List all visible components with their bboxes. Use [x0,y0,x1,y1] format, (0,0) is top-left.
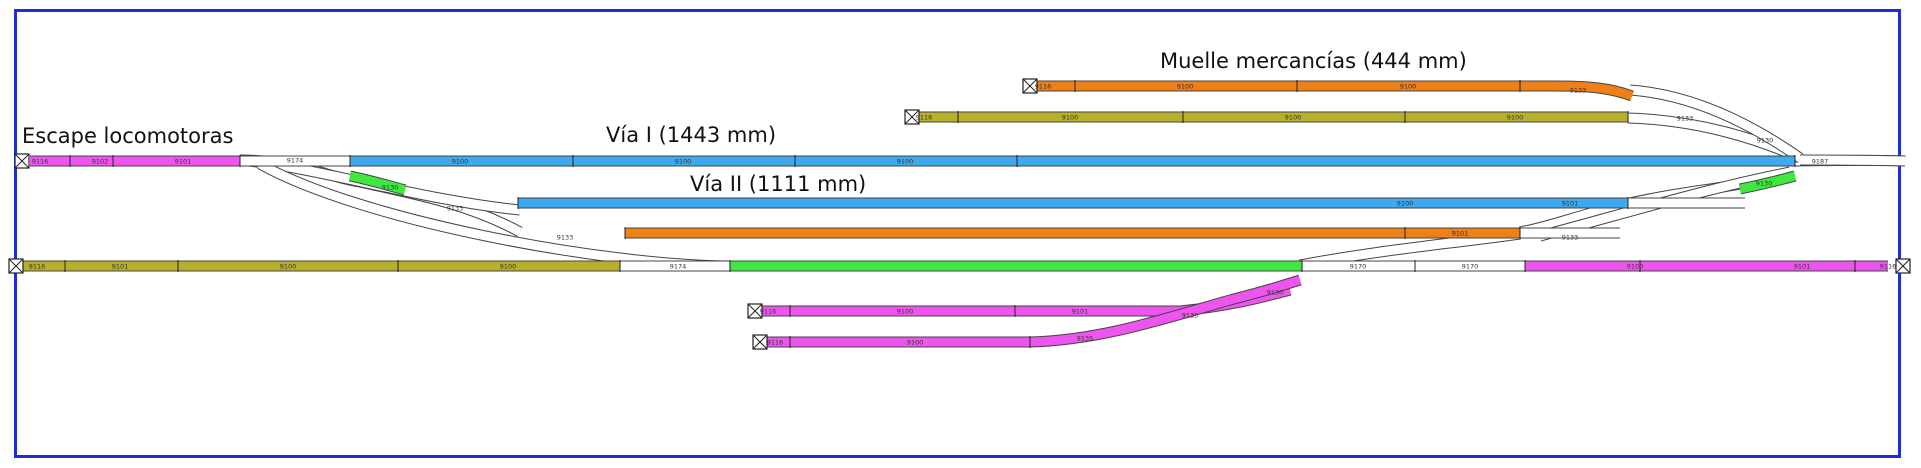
piece-code-label: 9100 [1177,83,1194,91]
buffer-stop-icon [747,303,763,319]
piece-code-label: 9133 [1677,115,1694,123]
piece-code-label: 9174 [287,157,304,165]
piece-code-label: 9170 [1462,263,1479,271]
connector-track [1629,84,1804,163]
connector-track [1799,154,1906,167]
piece-code-label: 9101 [1072,308,1089,316]
piece-code-label: 9100 [1627,263,1644,271]
piece-code-label: 9101 [1452,230,1469,238]
piece-code-label: 9100 [500,263,517,271]
piece-code-label: 9130 [1267,289,1284,297]
piece-code-label: 9102 [92,158,109,166]
piece-code-label: 9101 [1562,200,1579,208]
piece-code-label: 9116 [760,308,777,316]
piece-code-label: 9170 [1350,263,1367,271]
piece-code-label: 9130 [1757,137,1774,145]
piece-code-label: 9174 [670,263,687,271]
piece-code-label: 9100 [907,339,924,347]
buffer-stop-icon [1895,258,1911,274]
piece-code-label: 9133 [447,205,464,213]
piece-code-label: 9130 [382,184,399,192]
piece-code-label: 9100 [897,308,914,316]
piece-code-label: 9133 [1570,87,1587,95]
piece-code-label: 9100 [675,158,692,166]
piece-code-label: 9133 [557,234,574,242]
piece-code-label: 9100 [1400,83,1417,91]
turnout-green-left [348,170,407,196]
piece-code-label: 9100 [897,158,914,166]
label-via-1: Vía I (1443 mm) [606,123,777,147]
buffer-stop-icon [1022,78,1038,94]
piece-code-label: 9116 [1880,263,1897,271]
piece-code-label: 9135 [1077,335,1094,343]
turnout-green-right [1738,170,1797,195]
buffer-stop-icon [752,334,768,350]
buffer-stop-icon [14,153,30,169]
piece-code-label: 9135 [1182,312,1199,320]
piece-code-label: 9130 [1756,180,1773,188]
layout-frame [14,9,1901,458]
track-muelle-curve [1554,80,1634,102]
piece-code-label: 9100 [1507,114,1524,122]
piece-code-label: 9100 [1285,114,1302,122]
label-muelle-mercancias: Muelle mercancías (444 mm) [1160,49,1467,73]
piece-code-label: 9100 [452,158,469,166]
piece-code-label: 9101 [112,263,129,271]
piece-code-label: 9116 [29,263,46,271]
piece-code-label: 9101 [1794,263,1811,271]
piece-code-label: 9116 [767,339,784,347]
buffer-stop-icon [904,109,920,125]
piece-code-label: 9100 [1062,114,1079,122]
piece-code-label: 9187 [1812,158,1829,166]
piece-code-label: 9101 [175,158,192,166]
piece-code-label: 9116 [1035,83,1052,91]
label-via-2: Vía II (1111 mm) [690,172,867,196]
piece-code-label: 9116 [916,114,933,122]
piece-code-label: 9100 [280,263,297,271]
piece-code-label: 9100 [1397,200,1414,208]
track-branch-magenta-2-curve [1029,294,1232,348]
track-branch-magenta-joint [1228,274,1302,306]
label-escape-locomotoras: Escape locomotoras [22,124,234,148]
connector-track [1298,228,1521,271]
piece-code-label: 9116 [32,158,49,166]
piece-code-label: 9133 [1562,234,1579,242]
buffer-stop-icon [8,258,24,274]
